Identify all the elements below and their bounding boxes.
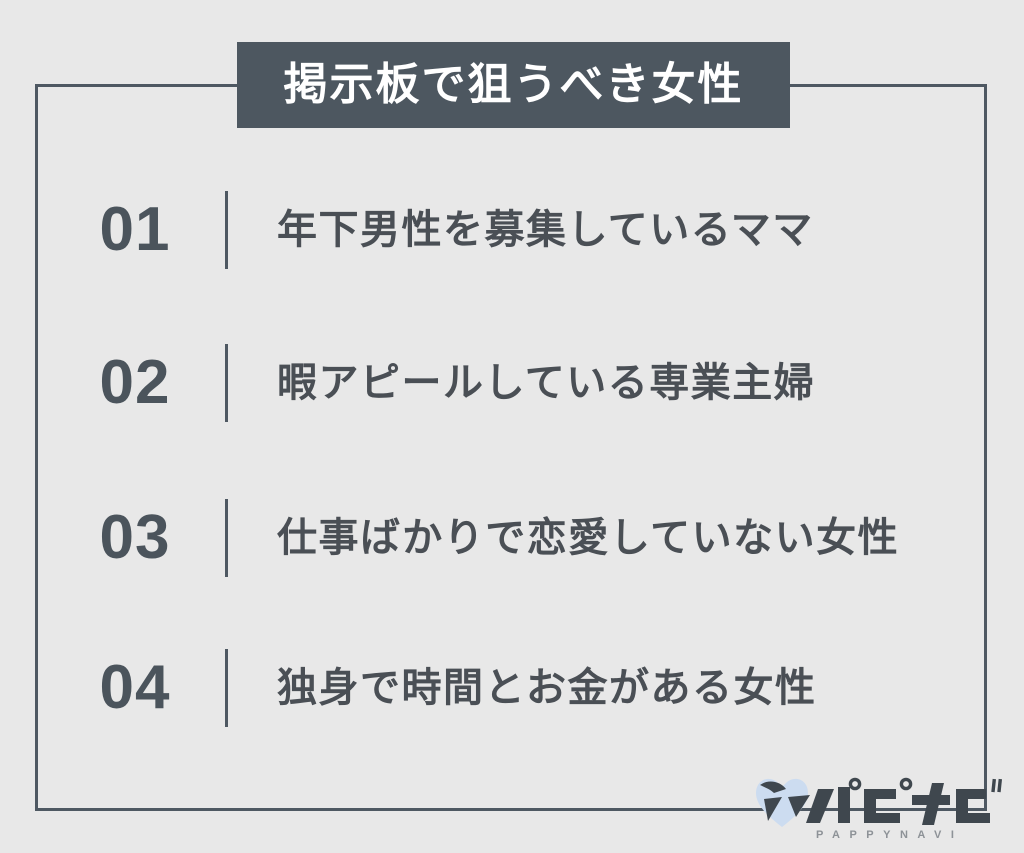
list-item-label: 仕事ばかりで恋愛していない女性 (277, 516, 900, 560)
list-item: 01 年下男性を募集しているママ (35, 175, 987, 285)
list-item-divider (225, 499, 228, 577)
brand-logo: PAPPYNAVI (754, 773, 1002, 843)
logo-subtitle: PAPPYNAVI (816, 829, 964, 841)
list-item: 02 暇アピールしている専業主婦 (35, 328, 987, 438)
list-item-divider (225, 344, 228, 422)
page-title: 掲示板で狙うべき女性 (283, 60, 744, 109)
list-item-divider (225, 191, 228, 269)
list-item-divider (225, 649, 228, 727)
list-item-label: 独身で時間とお金がある女性 (277, 666, 817, 710)
list-item-number: 04 (99, 653, 171, 722)
logo-wordmark (806, 777, 1002, 825)
list-item-number: 01 (99, 195, 171, 264)
numbered-list: 01 年下男性を募集しているママ 02 暇アピールしている専業主婦 03 仕事ば… (35, 84, 987, 811)
title-banner: 掲示板で狙うべき女性 (237, 42, 790, 128)
list-item-number: 02 (99, 348, 171, 417)
list-item: 04 独身で時間とお金がある女性 (35, 633, 987, 743)
list-item-number: 03 (99, 503, 171, 572)
list-item-label: 年下男性を募集しているママ (277, 208, 814, 252)
list-item: 03 仕事ばかりで恋愛していない女性 (35, 483, 987, 593)
heart-arrow-icon (756, 778, 810, 827)
logo-graphic (756, 777, 1002, 827)
list-item-label: 暇アピールしている専業主婦 (277, 361, 816, 405)
